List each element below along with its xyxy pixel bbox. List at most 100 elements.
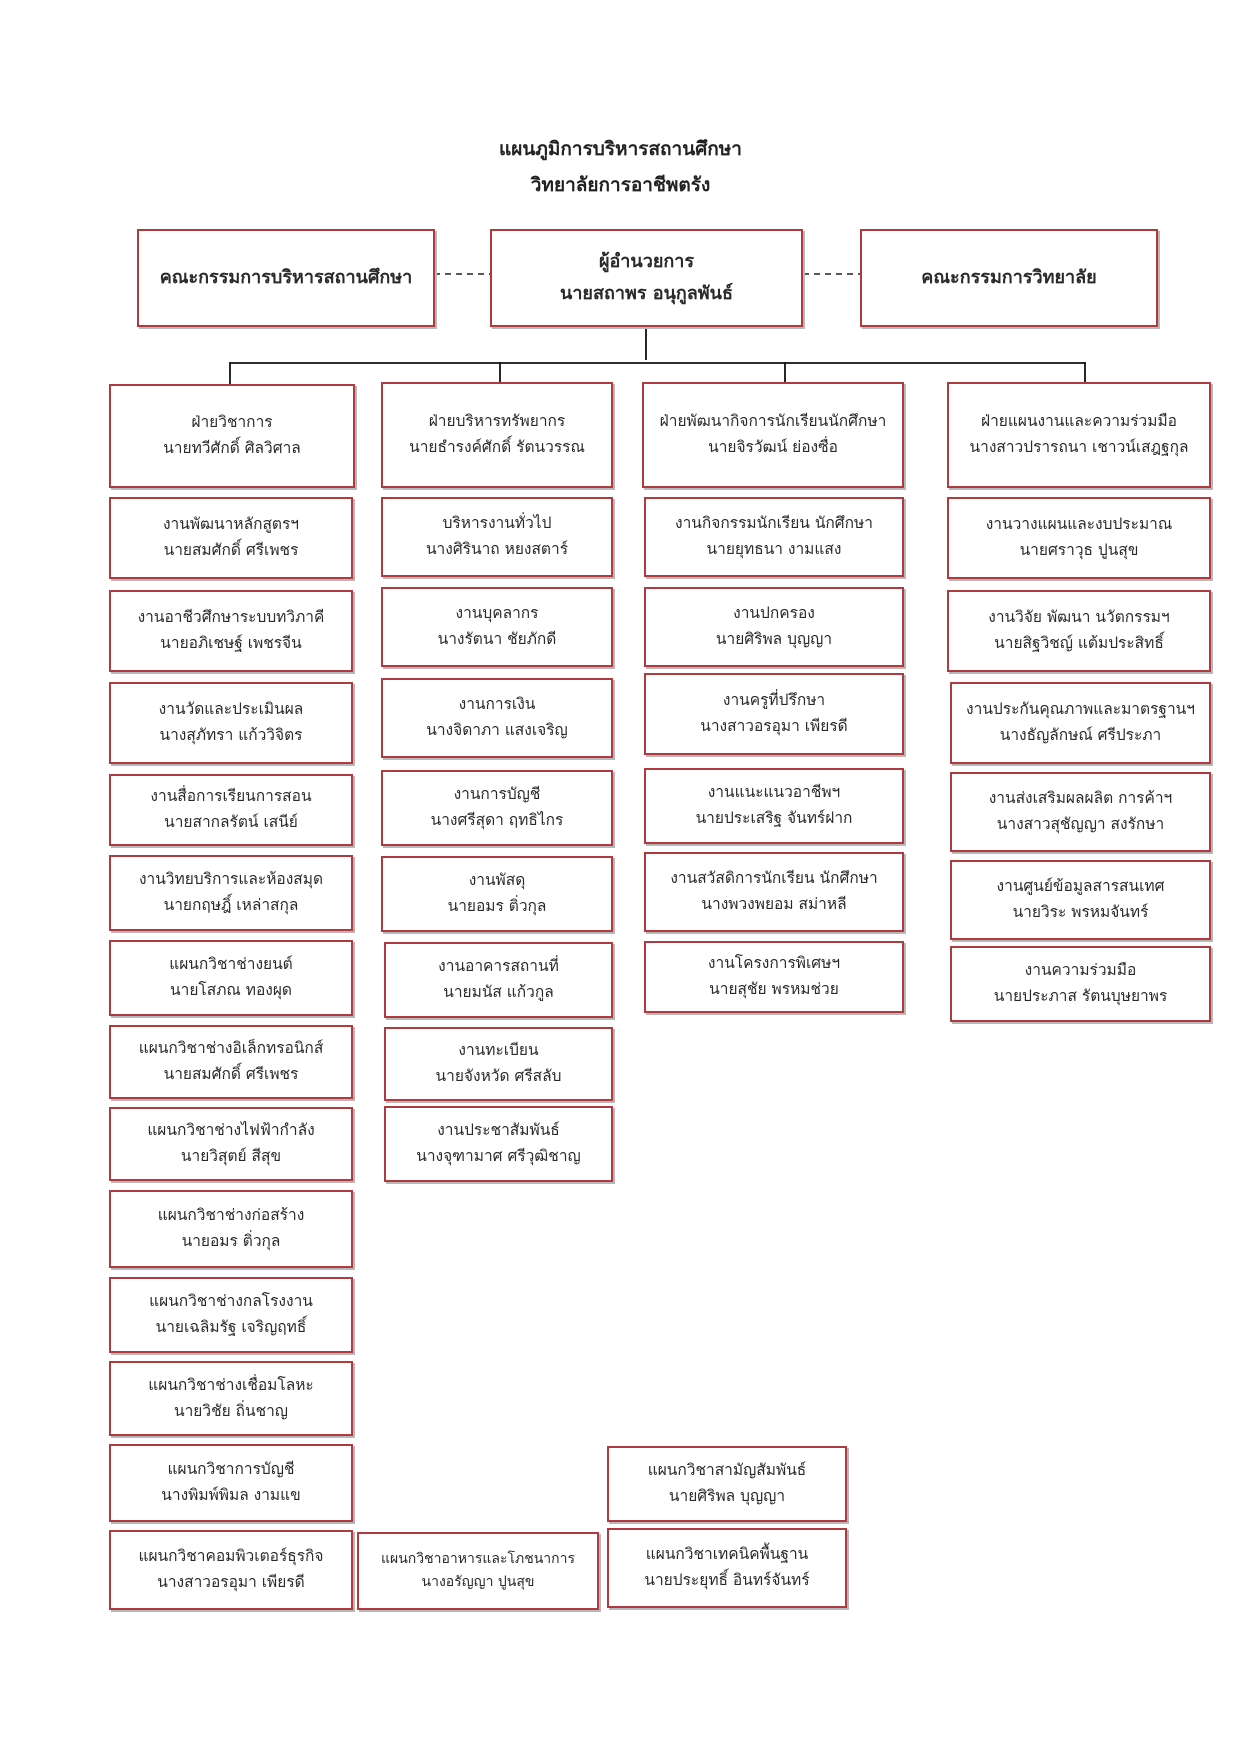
unit-head-name: นายสมศักดิ์ ศรีเพชร (163, 1065, 299, 1083)
unit-title: งานแนะแนวอาชีพฯ (707, 783, 841, 802)
unit-title: งานประชาสัมพันธ์ (437, 1121, 560, 1140)
unit-box: งานประชาสัมพันธ์ นางจุฑามาศ ศรีวุฒิชาญ (384, 1106, 613, 1182)
unit-box: งานศูนย์ข้อมูลสารสนเทศ นายวิระ พรหมจันทร… (950, 860, 1211, 940)
director-title: ผู้อำนวยการ (598, 250, 695, 272)
unit-title: งานสวัสดิการนักเรียน นักศึกษา (670, 869, 878, 888)
chart-title: แผนภูมิการบริหารสถานศึกษา (499, 138, 742, 160)
unit-head-name: นายเฉลิมรัฐ เจริญฤทธิ์ (155, 1318, 307, 1336)
unit-title: แผนกวิชาคอมพิวเตอร์ธุรกิจ (138, 1547, 324, 1566)
unit-title: งานวิจัย พัฒนา นวัตกรรมฯ (988, 608, 1170, 627)
unit-title: งานกิจกรรมนักเรียน นักศึกษา (675, 514, 873, 533)
unit-title: แผนกวิชาช่างยนต์ (169, 955, 293, 974)
college-board-title: คณะกรรมการวิทยาลัย (921, 266, 1097, 288)
unit-title: บริหารงานทั่วไป (442, 514, 552, 533)
unit-head-name: นางสาวอรอุมา เพียรดี (157, 1573, 305, 1591)
director-box: ผู้อำนวยการ นายสถาพร อนุกูลพันธ์ (490, 229, 803, 327)
unit-title: งานวัดและประเมินผล (158, 700, 304, 719)
executive-board-box: คณะกรรมการบริหารสถานศึกษา (137, 229, 435, 327)
unit-box: งานสื่อการเรียนการสอน นายสากลรัตน์ เสนีย… (109, 774, 353, 846)
unit-head-name: นายสากลรัตน์ เสนีย์ (164, 813, 298, 831)
unit-head-name: นางพิมพ์พิมล งามแข (161, 1486, 301, 1504)
unit-head-name: นายยุทธนา งามแสง (706, 540, 842, 558)
unit-head-name: นายศราวุธ ปูนสุข (1019, 541, 1139, 559)
division-head-title: ฝ่ายวิชาการ (191, 413, 273, 432)
unit-title: งานพัสดุ (468, 871, 526, 890)
unit-head-name: นายอมร ติ่วกุล (181, 1232, 281, 1250)
unit-box: งานพัฒนาหลักสูตรฯ นายสมศักดิ์ ศรีเพชร (109, 497, 353, 579)
unit-head-name: นางอรัญญา ปูนสุข (421, 1574, 535, 1590)
division-head-name: นายธำรงค์ศักดิ์ รัตนวรรณ (409, 438, 585, 456)
division-head-student-affairs: ฝ่ายพัฒนากิจการนักเรียนนักศึกษา นายจิรวั… (642, 382, 904, 488)
executive-board-title: คณะกรรมการบริหารสถานศึกษา (159, 266, 413, 288)
unit-head-name: นายวิสุตย์ สีสุข (180, 1147, 282, 1165)
unit-box: งานวางแผนและงบประมาณ นายศราวุธ ปูนสุข (947, 497, 1211, 579)
unit-box: แผนกวิชาคอมพิวเตอร์ธุรกิจ นางสาวอรอุมา เ… (109, 1530, 353, 1610)
unit-head-name: นางจุฑามาศ ศรีวุฒิชาญ (416, 1147, 581, 1165)
unit-title: งานประกันคุณภาพและมาตรฐานฯ (966, 700, 1195, 719)
unit-title: งานอาชีวศึกษาระบบทวิภาคี (137, 608, 325, 627)
tree-connectors (229, 326, 1086, 384)
unit-head-name: นางสาวอรอุมา เพียรดี (700, 717, 848, 735)
unit-box: แผนกวิชาเทคนิคพื้นฐาน นายประยุทธิ์ อินทร… (607, 1528, 847, 1608)
unit-title: งานวิทยบริการและห้องสมุด (138, 870, 324, 889)
unit-box: บริหารงานทั่วไป นางศิรินาถ หยงสตาร์ (381, 497, 613, 577)
unit-head-name: นายกฤษฎิ์ เหล่าสกุล (163, 896, 299, 914)
unit-head-name: นายสิฐวิชญ์ แต้มประสิทธิ์ (994, 634, 1164, 652)
unit-box: งานปกครอง นายศิริพล บุญญา (644, 587, 904, 667)
unit-head-name: นางจิดาภา แสงเจริญ (426, 721, 568, 739)
unit-box: งานอาคารสถานที่ นายมนัส แก้วกูล (384, 942, 613, 1018)
unit-box: แผนกวิชาอาหารและโภชนาการ นางอรัญญา ปูนสุ… (357, 1532, 599, 1610)
unit-head-name: นางพวงพยอม สม่าหลี (701, 895, 847, 913)
unit-box: แผนกวิชาช่างก่อสร้าง นายอมร ติ่วกุล (109, 1190, 353, 1268)
unit-box: งานการเงิน นางจิดาภา แสงเจริญ (381, 678, 613, 758)
unit-title: งานอาคารสถานที่ (438, 957, 559, 976)
unit-box: แผนกวิชาการบัญชี นางพิมพ์พิมล งามแข (109, 1444, 353, 1522)
unit-box: งานกิจกรรมนักเรียน นักศึกษา นายยุทธนา งา… (644, 497, 904, 577)
unit-title: งานโครงการพิเศษฯ (707, 954, 841, 973)
division-head-planning: ฝ่ายแผนงานและความร่วมมือ นางสาวปรารถนา เ… (947, 382, 1211, 488)
unit-box: งานส่งเสริมผลผลิต การค้าฯ นางสาวสุชัญญา … (950, 772, 1211, 852)
unit-head-name: นายจังหวัด ศรีสลับ (435, 1067, 562, 1085)
unit-title: งานสื่อการเรียนการสอน (150, 787, 312, 806)
unit-box: งานอาชีวศึกษาระบบทวิภาคี นายอภิเชษฐ์ เพช… (109, 590, 353, 672)
unit-title: แผนกวิชาการบัญชี (167, 1460, 295, 1479)
unit-head-name: นางสาวสุชัญญา สงรักษา (996, 815, 1165, 833)
unit-box: แผนกวิชาช่างยนต์ นายโสภณ ทองผุด (109, 940, 353, 1016)
unit-box: งานโครงการพิเศษฯ นายสุชัย พรหมช่วย (644, 941, 904, 1013)
unit-box: งานสวัสดิการนักเรียน นักศึกษา นางพวงพยอม… (644, 852, 904, 932)
unit-box: แผนกวิชาช่างเชื่อมโลหะ นายวิชัย ถิ่นชาญ (109, 1361, 353, 1436)
unit-title: งานพัฒนาหลักสูตรฯ (162, 515, 300, 534)
unit-title: แผนกวิชาสามัญสัมพันธ์ (647, 1461, 807, 1480)
unit-box: งานวิทยบริการและห้องสมุด นายกฤษฎิ์ เหล่า… (109, 855, 353, 931)
unit-box: แผนกวิชาสามัญสัมพันธ์ นายศิริพล บุญญา (607, 1446, 847, 1522)
unit-title: งานศูนย์ข้อมูลสารสนเทศ (996, 877, 1165, 896)
unit-head-name: นายวิชัย ถิ่นชาญ (173, 1401, 289, 1420)
college-name: วิทยาลัยการอาชีพตรัง (530, 174, 711, 196)
unit-title: แผนกวิชาอาหารและโภชนาการ (380, 1550, 576, 1567)
unit-box: งานวิจัย พัฒนา นวัตกรรมฯ นายสิฐวิชญ์ แต้… (947, 590, 1211, 672)
unit-box: งานวัดและประเมินผล นางสุภัทรา แก้ววิจิตร (109, 682, 353, 764)
college-board-box: คณะกรรมการวิทยาลัย (860, 229, 1158, 327)
unit-title: แผนกวิชาเทคนิคพื้นฐาน (645, 1545, 809, 1564)
division-head-title: ฝ่ายพัฒนากิจการนักเรียนนักศึกษา (659, 412, 887, 431)
unit-head-name: นายอภิเชษฐ์ เพชรจีน (160, 634, 302, 652)
unit-title: งานความร่วมมือ (1024, 961, 1137, 980)
unit-box: งานทะเบียน นายจังหวัด ศรีสลับ (384, 1027, 613, 1101)
division-head-title: ฝ่ายแผนงานและความร่วมมือ (981, 412, 1177, 431)
unit-head-name: นายโสภณ ทองผุด (170, 981, 292, 999)
unit-title: งานครูที่ปรึกษา (722, 691, 826, 710)
division-head-name: นายทวีศักดิ์ ศิลวิศาล (163, 439, 301, 457)
unit-head-name: นายสุชัย พรหมช่วย (709, 980, 839, 998)
unit-title: งานส่งเสริมผลผลิต การค้าฯ (988, 789, 1173, 808)
unit-head-name: นายสมศักดิ์ ศรีเพชร (163, 541, 299, 559)
unit-box: งานบุคลากร นางรัตนา ชัยภักดี (381, 587, 613, 667)
unit-title: งานการบัญชี (453, 785, 541, 804)
unit-box: แผนกวิชาช่างอิเล็กทรอนิกส์ นายสมศักดิ์ ศ… (109, 1025, 353, 1099)
unit-head-name: นางสุภัทรา แก้ววิจิตร (159, 726, 303, 744)
unit-head-name: นายประภาส รัตนบุษยาพร (993, 987, 1168, 1005)
unit-title: งานทะเบียน (458, 1041, 539, 1060)
director-name: นายสถาพร อนุกูลพันธ์ (560, 283, 733, 304)
unit-box: งานแนะแนวอาชีพฯ นายประเสริฐ จันทร์ฝาก (644, 768, 904, 844)
unit-head-name: นายประยุทธิ์ อินทร์จันทร์ (644, 1571, 810, 1589)
